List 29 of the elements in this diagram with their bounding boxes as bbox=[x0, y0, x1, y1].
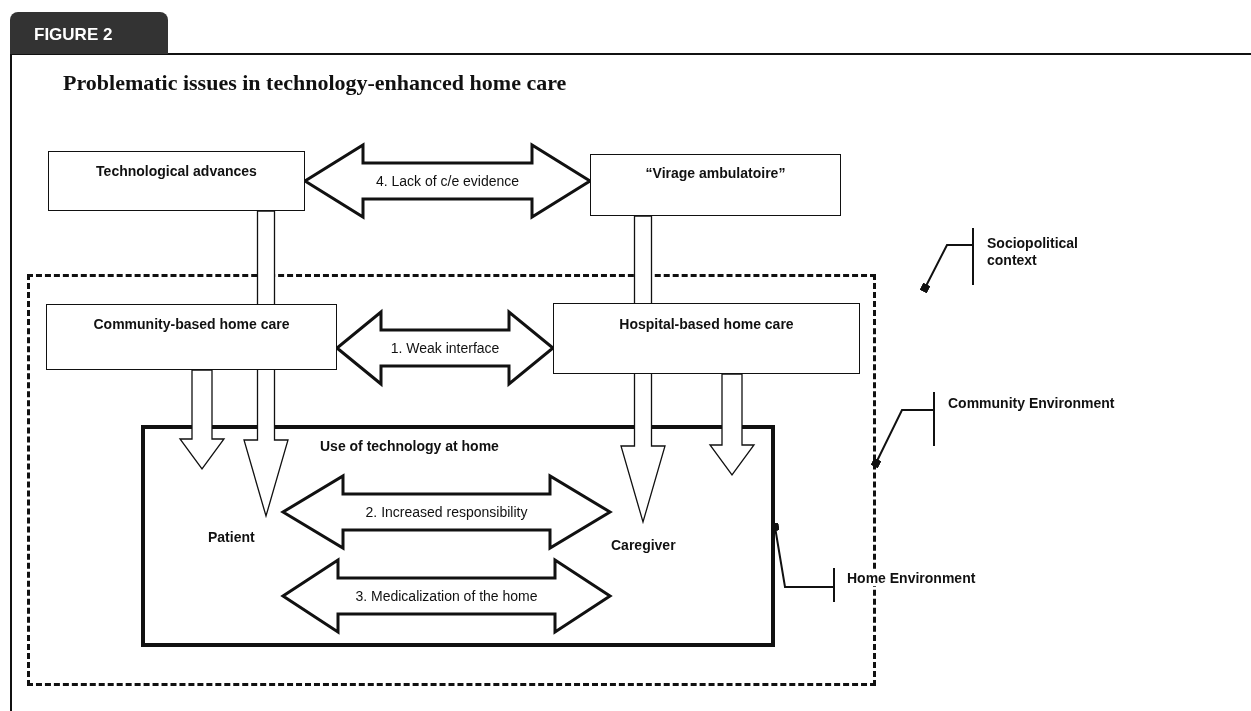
box-label: Technological advances bbox=[95, 163, 258, 179]
diagram-title: Problematic issues in technology-enhanced home care bbox=[63, 70, 567, 96]
block-arrow bbox=[280, 557, 613, 635]
node-text: Sociopolitical context bbox=[987, 235, 1079, 269]
process-box bbox=[590, 154, 841, 216]
box-label: Community-based home care bbox=[92, 316, 291, 332]
process-box bbox=[46, 304, 337, 370]
process-box bbox=[48, 151, 305, 211]
box-label: “Virage ambulatoire” bbox=[644, 165, 787, 181]
node-text: Community Environment bbox=[948, 395, 1115, 411]
block-arrow bbox=[280, 473, 613, 551]
node-text: Home Environment bbox=[847, 570, 976, 586]
process-box bbox=[553, 303, 860, 374]
leader-line bbox=[919, 227, 974, 294]
node-text: Patient bbox=[208, 529, 255, 545]
block-arrow bbox=[178, 369, 226, 471]
block-arrow bbox=[334, 308, 556, 388]
node-text: Caregiver bbox=[611, 537, 676, 553]
edge-label: 1. Weak interface bbox=[390, 340, 500, 356]
edge-label: 2. Increased responsibility bbox=[365, 504, 528, 520]
edge-label: 4. Lack of c/e evidence bbox=[375, 173, 520, 189]
leader-line bbox=[870, 391, 935, 469]
figure-label: FIGURE 2 bbox=[10, 12, 168, 54]
edge-label: 3. Medicalization of the home bbox=[355, 588, 538, 604]
box-label: Use of technology at home bbox=[320, 438, 499, 454]
block-arrow bbox=[302, 142, 593, 220]
box-label: Hospital-based home care bbox=[618, 316, 795, 332]
block-arrow bbox=[708, 373, 756, 477]
environment-box bbox=[141, 425, 775, 647]
